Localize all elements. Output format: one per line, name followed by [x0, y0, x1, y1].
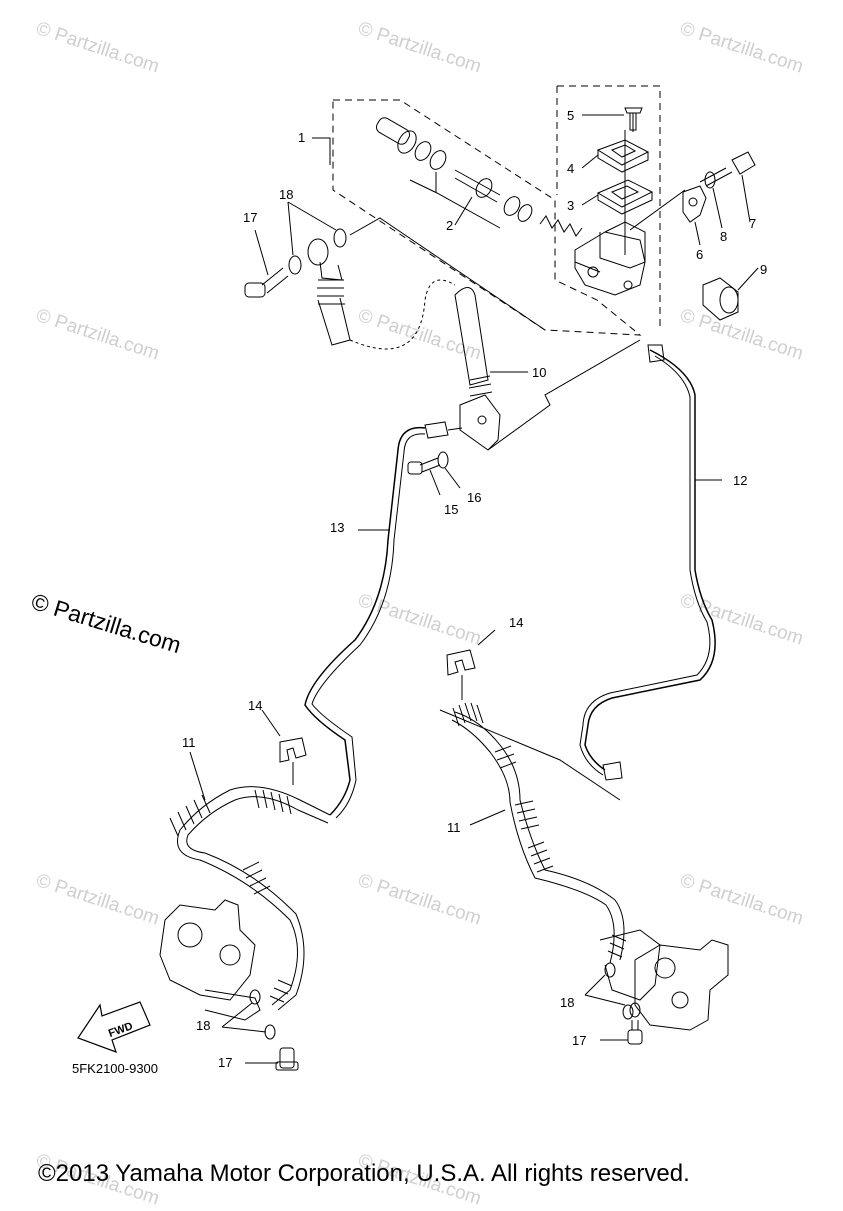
bolt: [699, 151, 756, 187]
bolt: [407, 457, 441, 475]
callout-13: 13: [330, 520, 345, 535]
leader-line: [712, 187, 723, 229]
diagram-code: 5FK2100-9300: [72, 1061, 159, 1076]
fwd-arrow: [77, 1001, 151, 1053]
leader-line: [629, 189, 686, 231]
diaphragm: [596, 179, 654, 215]
copper-washer: [622, 1004, 634, 1020]
callout-17-right: 17: [572, 1033, 587, 1048]
reservoir-cap: [596, 139, 650, 173]
leader-line: [312, 137, 331, 165]
leader-line: [487, 339, 641, 451]
leader-line: [349, 217, 546, 331]
leader-line: [287, 201, 337, 256]
callout-12: 12: [733, 473, 748, 488]
union-bolt: [244, 267, 289, 298]
union-bolt: [275, 1047, 299, 1071]
callout-11-right: 11: [447, 820, 461, 835]
master-cylinder-group-outline: [332, 99, 642, 336]
leader-line: [439, 709, 621, 801]
callout-1: 1: [298, 130, 306, 145]
callout-9: 9: [760, 262, 768, 277]
brake-hose-joint: [454, 287, 501, 451]
brake-pipe-right-inner: [579, 355, 711, 776]
callout-16: 16: [467, 490, 482, 505]
brake-pipe-right: [584, 349, 716, 771]
callout-3: 3: [567, 198, 575, 213]
pipe-fitting: [602, 344, 665, 781]
leader-line: [469, 809, 506, 826]
callout-18-right: 18: [560, 995, 575, 1010]
copper-washer: [604, 962, 616, 978]
leader-line: [454, 196, 473, 226]
leader-line: [429, 469, 441, 496]
leader-line: [584, 974, 626, 1006]
callout-17-left: 17: [218, 1055, 233, 1070]
leader-line: [477, 629, 496, 646]
leader-line: [581, 194, 599, 206]
hose-fitting-upper: [307, 238, 351, 346]
callout-8: 8: [720, 229, 728, 244]
master-cylinder-body: [574, 221, 646, 296]
brake-caliper-left: [159, 899, 261, 1021]
brake-hose-right: [451, 702, 627, 964]
leader-line: [581, 154, 599, 169]
brake-pipe-left-inner: [311, 433, 426, 819]
cap-group-outline: [557, 85, 661, 330]
leader-line: [254, 229, 269, 276]
brake-pipe-left: [304, 426, 426, 816]
copper-washer: [249, 989, 261, 1005]
copper-washer: [288, 255, 302, 275]
callout-2: 2: [446, 218, 454, 233]
callout-11-left: 11: [182, 735, 196, 750]
callout-5: 5: [567, 108, 575, 123]
leader-line: [737, 267, 759, 291]
pipe-fitting: [424, 421, 449, 439]
copper-washer: [333, 228, 347, 248]
piston-assembly: [375, 117, 583, 237]
callout-6: 6: [696, 247, 704, 262]
copyright-notice: ©2013 Yamaha Motor Corporation, U.S.A. A…: [38, 1160, 690, 1187]
leader-line: [741, 174, 751, 223]
brake-hose-left: [169, 786, 331, 1011]
callout-17-top: 17: [243, 210, 258, 225]
leader-line: [444, 467, 461, 489]
callout-14-right: 14: [509, 615, 524, 630]
washer: [704, 171, 716, 189]
leader-line: [261, 709, 281, 737]
hose-clip: [279, 737, 307, 763]
boot: [702, 277, 739, 321]
leader-line: [447, 427, 463, 431]
copper-washer: [264, 1024, 276, 1040]
callout-18-left: 18: [196, 1018, 211, 1033]
callout-10: 10: [532, 365, 547, 380]
leader-line: [221, 1002, 267, 1033]
leader-line: [189, 751, 206, 801]
washer: [437, 451, 449, 469]
hidden-line: [349, 279, 456, 350]
callout-18-top: 18: [279, 187, 294, 202]
callout-14-left: 14: [248, 698, 263, 713]
holder-bracket: [682, 185, 707, 223]
brake-caliper-right: [599, 929, 729, 1031]
hose-clip: [446, 649, 476, 676]
callout-7: 7: [749, 216, 757, 231]
leader-line: [694, 221, 701, 246]
union-bolt: [627, 1020, 643, 1045]
cap-screw: [624, 107, 643, 132]
callout-4: 4: [567, 161, 575, 176]
callout-15: 15: [444, 502, 459, 517]
